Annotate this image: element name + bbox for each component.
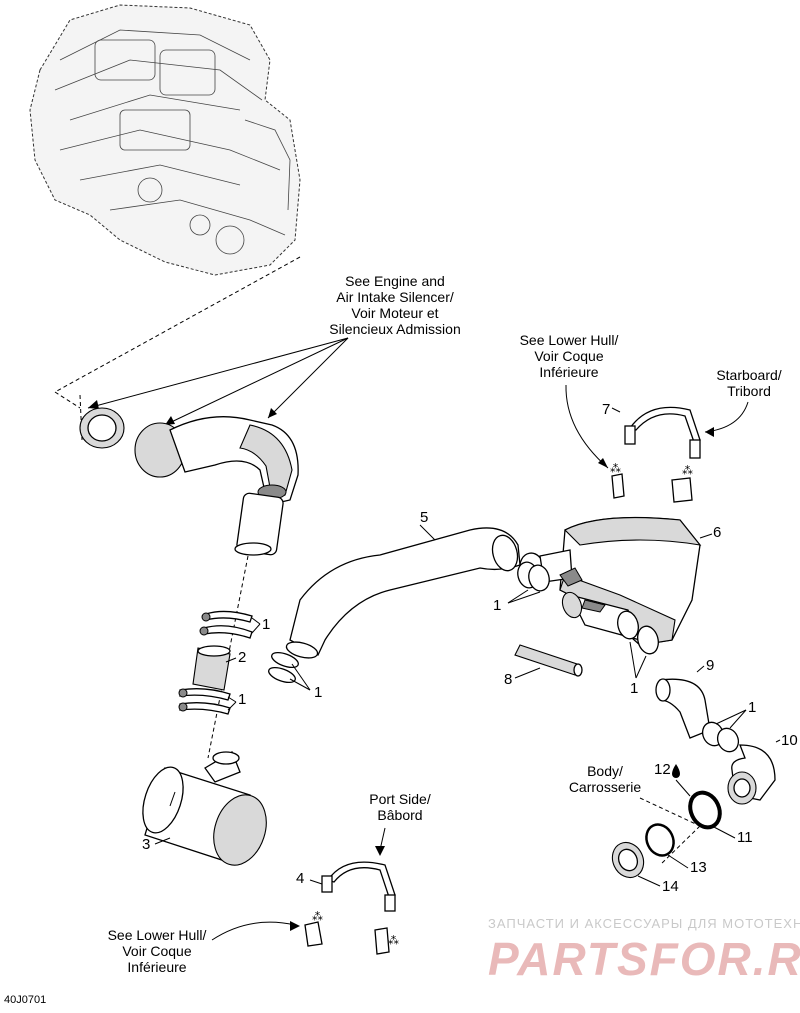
callout-line: See Lower Hull/: [108, 927, 207, 943]
clamp-pair-hose: [268, 651, 299, 684]
outlet-nut: [611, 841, 645, 879]
exhaust-outlet-elbow: [727, 744, 776, 805]
lower-hull-callout-bottom: See Lower Hull/ Voir Coque Inférieure: [108, 921, 300, 975]
lower-hull-callout-top: See Lower Hull/ Voir Coque Inférieure: [520, 332, 619, 469]
engine-intake-callout: See Engine and Air Intake Silencer/ Voir…: [87, 273, 461, 426]
part-number-4: 4: [296, 870, 304, 887]
part-number-1: 1: [493, 597, 501, 614]
clamp-pair-lower: [178, 688, 231, 715]
svg-text:⁂: ⁂: [388, 935, 399, 947]
part-number-10: 10: [781, 732, 798, 749]
foam-strip: [514, 644, 583, 677]
svg-text:⁂: ⁂: [610, 463, 621, 475]
callout-line: Inférieure: [127, 959, 186, 975]
part-number-9: 9: [706, 657, 714, 674]
part-number-14: 14: [662, 878, 679, 895]
drawing-code: 40J0701: [4, 994, 46, 1006]
callout-line: Port Side/: [369, 791, 431, 807]
part-number-1: 1: [238, 691, 246, 708]
engine-illustration: [29, 4, 301, 276]
port-strap: ⁂ ⁂: [304, 861, 399, 955]
clamp-pair-waterbox-inlet: [517, 561, 550, 592]
callout-line: Bâbord: [377, 807, 422, 823]
part-number-1: 1: [314, 684, 322, 701]
callout-line: Voir Moteur et: [351, 305, 438, 321]
svg-text:⁂: ⁂: [682, 465, 693, 477]
sealant: 12: [654, 761, 691, 797]
muffler: [142, 751, 267, 866]
callout-line: Voir Coque: [122, 943, 191, 959]
starboard-callout: Starboard/ Tribord: [704, 367, 782, 437]
part-number-11: 11: [737, 829, 753, 846]
part-number-1: 1: [748, 699, 756, 716]
part-number-8: 8: [504, 671, 512, 688]
callout-line: Tribord: [727, 383, 771, 399]
clamp-pair-upper: [199, 610, 253, 639]
part-number-5: 5: [420, 509, 428, 526]
outlet-hose: [655, 678, 711, 739]
part-number-1: 1: [262, 616, 270, 633]
retaining-ring: [645, 823, 675, 857]
exhaust-hose: [285, 527, 521, 659]
callout-line: Starboard/: [716, 367, 781, 383]
callout-line: Air Intake Silencer/: [336, 289, 454, 305]
watermark-brand: PARTSFOR.RU: [488, 933, 800, 985]
callout-line: Silencieux Admission: [329, 321, 461, 337]
part-number-3: 3: [142, 836, 150, 853]
starboard-strap: ⁂ ⁂: [610, 406, 701, 503]
clamp-pair-outlet: [617, 610, 659, 655]
body-callout: Body/ Carrosserie: [569, 763, 701, 866]
watermark-tagline: ЗАПЧАСТИ И АКСЕССУАРЫ ДЛЯ МОТОТЕХНИКИ: [488, 916, 800, 931]
callout-line: Body/: [587, 763, 623, 779]
clamp-pair-elbow: [701, 721, 740, 753]
part-number-6: 6: [713, 524, 721, 541]
watermark: ЗАПЧАСТИ И АКСЕССУАРЫ ДЛЯ МОТОТЕХНИКИ PA…: [488, 916, 800, 985]
part-number-12: 12: [654, 761, 671, 778]
part-number-1: 1: [630, 680, 638, 697]
drop-icon: [672, 764, 680, 778]
svg-text:⁂: ⁂: [312, 911, 323, 923]
callout-line: Inférieure: [539, 364, 598, 380]
exhaust-manifold-parts: [79, 407, 299, 556]
callout-line: Voir Coque: [534, 348, 603, 364]
part-number-7: 7: [602, 401, 610, 418]
coupling-hose: [192, 645, 231, 691]
gasket-ring: [688, 790, 722, 830]
callout-line: See Engine and: [345, 273, 445, 289]
part-number-2: 2: [238, 649, 246, 666]
part-number-13: 13: [690, 859, 707, 876]
port-side-callout: Port Side/ Bâbord: [369, 791, 431, 856]
callout-line: Carrosserie: [569, 779, 642, 795]
callout-line: See Lower Hull/: [520, 332, 619, 348]
